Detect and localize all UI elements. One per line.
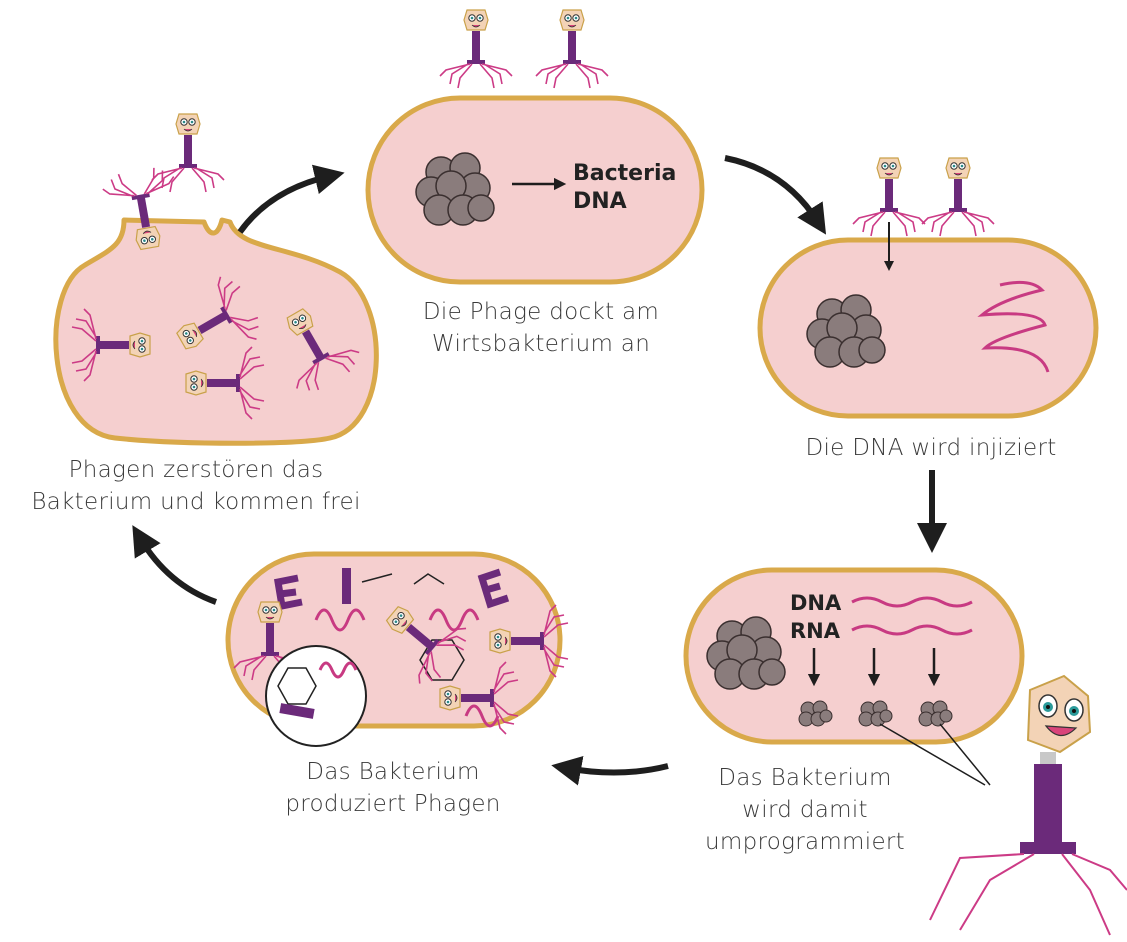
- phage-icon: [151, 113, 225, 193]
- bacteria-dna-label-line2: DNA: [573, 189, 627, 214]
- cell-produce: [225, 551, 569, 747]
- caption-inject: Die DNA wird injiziert: [770, 432, 1092, 464]
- mrna-wave-icon: [977, 280, 1050, 373]
- caption-reprogram: Das Bakterium wird damit umprogrammiert: [680, 762, 930, 858]
- caption-dock-line1: Die Phage dockt am: [422, 299, 660, 325]
- caption-reprogram-line1: Das Bakterium: [718, 765, 892, 791]
- protein-fragment-icon: [273, 574, 303, 611]
- mrna-wave-icon: [314, 608, 366, 632]
- cell-dock: Bacteria DNA: [365, 95, 705, 285]
- caption-lysis: Phagen zerstören das Bakterium und komme…: [6, 454, 386, 518]
- protein-fragment-icon: [477, 568, 510, 609]
- phage-icon: [439, 9, 513, 89]
- phage-icon: [921, 157, 995, 237]
- caption-dock: Die Phage dockt am Wirtsbakterium an: [398, 296, 684, 360]
- dna-label: DNA: [790, 591, 842, 615]
- cell-inject: [757, 222, 1099, 419]
- rna-label: RNA: [790, 619, 841, 643]
- large-phage-icon: [929, 674, 1127, 936]
- cycle-arrows: [132, 155, 947, 786]
- caption-produce-line2: produziert Phagen: [285, 791, 501, 817]
- caption-reprogram-line3: umprogrammiert: [705, 829, 905, 855]
- caption-lysis-line1: Phagen zerstören das: [68, 457, 324, 483]
- cell-reprogram: DNA RNA: [683, 567, 1025, 745]
- caption-lysis-line2: Bakterium und kommen frei: [31, 489, 361, 515]
- caption-inject-line1: Die DNA wird injiziert: [805, 435, 1057, 461]
- caption-reprogram-line2: wird damit: [742, 797, 868, 823]
- phage-icon: [535, 9, 609, 89]
- mrna-wave-icon: [428, 608, 480, 632]
- mrna-wave-icon: [464, 704, 500, 728]
- protein-fragment-icon: [342, 568, 351, 604]
- cell-lysis: [53, 163, 379, 446]
- caption-dock-line2: Wirtsbakterium an: [431, 331, 651, 357]
- magnifier-circle-icon: [265, 645, 367, 747]
- caption-produce-line1: Das Bakterium: [306, 759, 480, 785]
- bacteria-dna-label-line1: Bacteria: [573, 161, 676, 186]
- caption-produce: Das Bakterium produziert Phagen: [262, 756, 524, 820]
